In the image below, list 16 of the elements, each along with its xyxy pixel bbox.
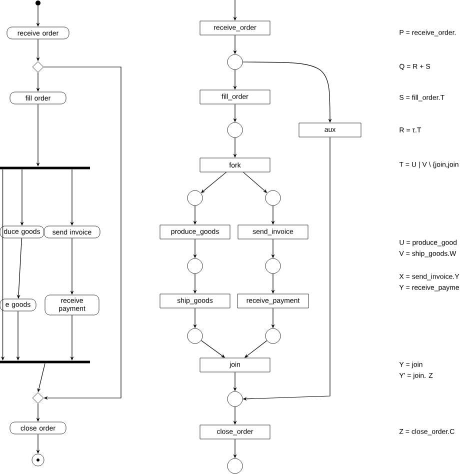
sync-bar	[0, 166, 90, 170]
place-circle	[265, 258, 281, 274]
place-circle	[227, 458, 243, 474]
place-circle	[187, 258, 203, 274]
place-circle	[187, 328, 203, 344]
end-node	[32, 454, 44, 466]
place-circle	[227, 122, 243, 138]
arrow	[43, 66, 122, 400]
place-circle	[227, 391, 243, 407]
place-circle	[227, 54, 243, 70]
place-circle	[187, 190, 203, 206]
place-circle	[265, 328, 281, 344]
place-circle	[265, 190, 281, 206]
sync-bar	[0, 360, 90, 364]
decision-diamond	[32, 61, 44, 73]
decision-diamond	[32, 392, 44, 404]
